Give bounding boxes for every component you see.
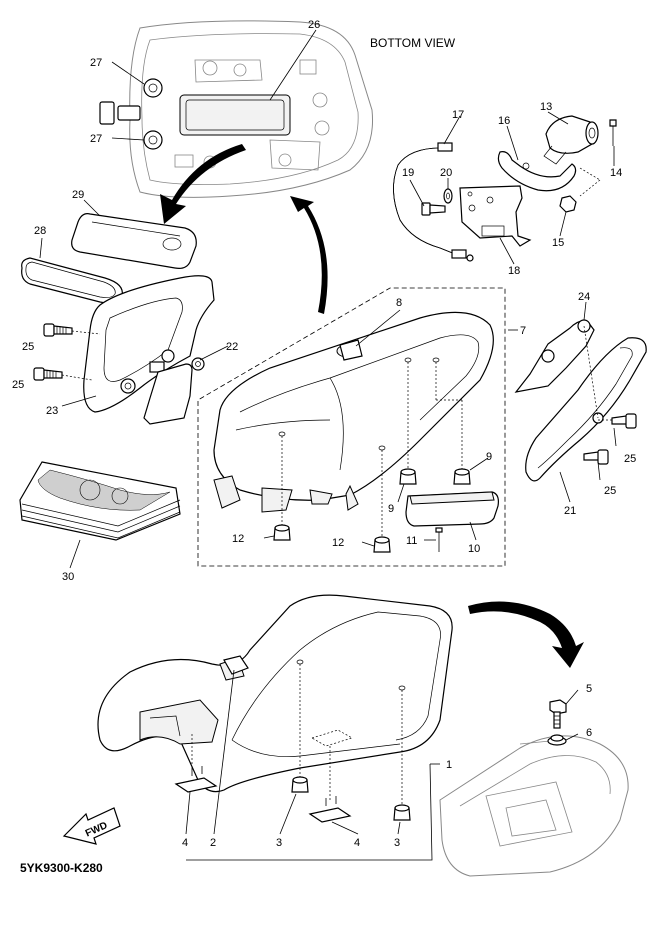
diagram-code: 5YK9300-K280 xyxy=(20,861,103,875)
seal-part-28 xyxy=(21,257,123,304)
damper-part-9-left xyxy=(399,468,417,485)
bolt-part-25-upper-left xyxy=(43,323,101,337)
callout-25-lower-left: 25 xyxy=(12,379,24,391)
callout-3-left: 3 xyxy=(276,837,282,849)
callout-27-upper: 27 xyxy=(90,57,102,69)
callout-17: 17 xyxy=(452,109,464,121)
damper-part-3-right xyxy=(393,804,411,821)
callout-25-upper-left: 25 xyxy=(22,341,34,353)
callout-10: 10 xyxy=(468,543,480,555)
bolt-part-5 xyxy=(549,699,567,729)
screw-part-14 xyxy=(609,119,617,146)
view-title: BOTTOM VIEW xyxy=(370,36,456,50)
bolt-part-25-right-lower xyxy=(583,449,609,465)
callout-4-right: 4 xyxy=(354,837,360,849)
left-cover-part-23 xyxy=(83,275,215,413)
washer-part-20 xyxy=(443,188,453,204)
arrow-up-to-bottom-view xyxy=(290,196,328,314)
callout-16: 16 xyxy=(498,115,510,127)
callout-12-left: 12 xyxy=(232,533,244,545)
damper-part-9-right xyxy=(453,468,471,485)
callout-15: 15 xyxy=(552,237,564,249)
callout-20: 20 xyxy=(440,167,452,179)
callout-14: 14 xyxy=(610,167,622,179)
leader-lines xyxy=(39,29,617,835)
washer-part-6 xyxy=(547,734,567,746)
callout-19: 19 xyxy=(402,167,414,179)
seat-lock-cable-part-17 xyxy=(393,142,474,262)
bolt-part-25-right-upper xyxy=(598,413,637,429)
damper-part-12-left xyxy=(273,524,291,541)
nut-part-15 xyxy=(559,195,577,213)
callout-9-left: 9 xyxy=(388,503,394,515)
callout-12-right: 12 xyxy=(332,537,344,549)
callout-6: 6 xyxy=(586,727,592,739)
assembly-box-part-7 xyxy=(197,287,506,567)
lock-bracket-part-18 xyxy=(459,185,532,247)
callout-11: 11 xyxy=(406,535,417,547)
callout-24: 24 xyxy=(578,291,590,303)
callout-5: 5 xyxy=(586,683,592,695)
callout-7: 7 xyxy=(520,325,526,337)
callout-18: 18 xyxy=(508,265,520,277)
callout-9-right: 9 xyxy=(486,451,492,463)
callout-13: 13 xyxy=(540,101,552,113)
callout-3-right: 3 xyxy=(394,837,400,849)
rear-frame-detail xyxy=(439,735,629,877)
callout-1: 1 xyxy=(446,759,452,771)
right-bracket-part-24 xyxy=(514,319,595,393)
callout-21: 21 xyxy=(564,505,576,517)
callout-29: 29 xyxy=(72,189,84,201)
callout-30: 30 xyxy=(62,571,74,583)
arrow-seat-to-frame xyxy=(468,601,584,668)
pad-part-10 xyxy=(405,491,499,527)
callout-8: 8 xyxy=(396,297,402,309)
callout-25-right-lower: 25 xyxy=(604,485,616,497)
rear-seat-assembly xyxy=(213,311,494,540)
front-seat-part-1 xyxy=(97,594,453,808)
bolt-part-19 xyxy=(421,202,446,216)
owners-manual-part-30 xyxy=(19,461,181,541)
damper-part-3-left xyxy=(291,776,309,793)
bolt-part-25-lower-left xyxy=(33,367,93,381)
callout-28: 28 xyxy=(34,225,46,237)
callout-26: 26 xyxy=(308,19,320,31)
callout-23: 23 xyxy=(46,405,58,417)
screw-part-11 xyxy=(435,527,443,552)
lock-lever-part-16 xyxy=(497,151,577,192)
rear-seat-bottom-view xyxy=(99,20,374,198)
clip-part-2 xyxy=(223,655,249,675)
damper-part-12-right xyxy=(373,536,391,553)
cover-part-29 xyxy=(71,213,197,269)
callout-25-right-upper: 25 xyxy=(624,453,636,465)
callout-22: 22 xyxy=(226,341,238,353)
plate-part-4-right xyxy=(308,796,352,823)
left-bracket-part-22 xyxy=(143,357,205,425)
plate-part-4-left xyxy=(174,766,218,793)
callout-4-left: 4 xyxy=(182,837,188,849)
callout-27-lower: 27 xyxy=(90,133,102,145)
seat-lock-part-13 xyxy=(543,115,599,165)
arrow-bottom-view-to-cover xyxy=(160,144,246,224)
callout-2: 2 xyxy=(210,837,216,849)
fwd-arrow-icon: FWD xyxy=(62,807,121,845)
